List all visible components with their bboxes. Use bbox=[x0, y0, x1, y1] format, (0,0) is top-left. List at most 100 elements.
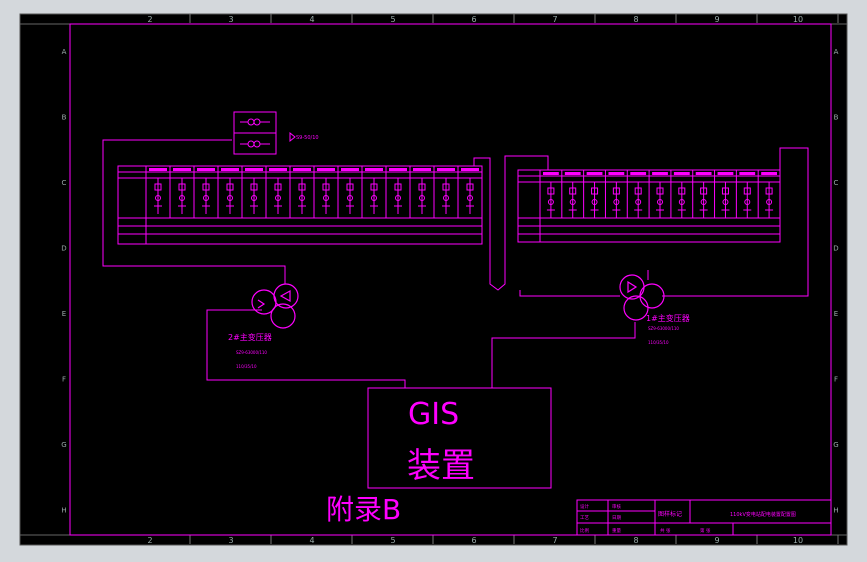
row-label: D bbox=[61, 245, 66, 253]
row-label: C bbox=[834, 179, 839, 187]
row-label: C bbox=[62, 179, 67, 187]
panel-header-text bbox=[293, 168, 311, 171]
ct-symbol bbox=[347, 195, 353, 201]
row-label: G bbox=[61, 441, 66, 449]
breaker-symbol bbox=[743, 187, 751, 195]
breaker-symbol bbox=[370, 183, 378, 191]
column-label: 7 bbox=[552, 536, 557, 545]
column-label: 8 bbox=[633, 15, 638, 24]
breaker-symbol bbox=[346, 183, 354, 191]
ct-symbol bbox=[299, 195, 305, 201]
row-label: E bbox=[62, 310, 66, 318]
breaker-symbol bbox=[700, 187, 708, 195]
row-label: B bbox=[834, 114, 839, 122]
breaker-symbol bbox=[656, 187, 664, 195]
title-block-cell: 重量 bbox=[612, 527, 621, 534]
ct-symbol bbox=[251, 195, 257, 201]
ct-symbol bbox=[569, 199, 576, 205]
title-block-cell: 共 张 bbox=[660, 527, 671, 534]
panel-header-text bbox=[543, 172, 559, 175]
cable-routes bbox=[102, 139, 809, 388]
transformer-1-name: 1#主变压器 bbox=[646, 313, 690, 323]
station-tx-symbol bbox=[289, 131, 296, 143]
breaker-symbol bbox=[154, 183, 162, 191]
title-block bbox=[576, 499, 832, 536]
ct-symbol bbox=[371, 195, 377, 201]
ct-symbol bbox=[700, 199, 707, 205]
panel-header-text bbox=[695, 172, 712, 175]
ct-symbol bbox=[722, 199, 729, 205]
gis-box bbox=[367, 387, 552, 489]
column-label: 4 bbox=[309, 15, 314, 24]
breaker-symbol bbox=[612, 187, 620, 195]
ct-symbol bbox=[467, 195, 473, 201]
breaker-symbol bbox=[569, 187, 577, 195]
panel-header-text bbox=[149, 168, 167, 171]
ct-symbol bbox=[657, 199, 663, 205]
title-block-cell: 工艺 bbox=[580, 515, 589, 521]
breaker-symbol bbox=[765, 187, 773, 195]
panel-header-text bbox=[717, 172, 734, 175]
title-block-cell: 日期 bbox=[612, 515, 621, 521]
transformer-2-model: SZ9-63000/110 bbox=[236, 350, 267, 355]
ct-symbol bbox=[203, 195, 209, 201]
panel-header-text bbox=[389, 168, 407, 171]
breaker-symbol bbox=[322, 183, 330, 191]
breaker-symbol bbox=[678, 187, 686, 195]
panel-header-text bbox=[173, 168, 191, 171]
title-block-cell: 第 张 bbox=[700, 527, 711, 534]
row-label: F bbox=[62, 376, 66, 384]
panel-header-text bbox=[413, 168, 431, 171]
row-label: A bbox=[834, 48, 839, 56]
column-label: 8 bbox=[633, 536, 638, 545]
ct-symbol bbox=[443, 195, 449, 201]
panel-header-text bbox=[245, 168, 263, 171]
transformer-1-symbol bbox=[619, 274, 665, 321]
right-panel-columns bbox=[539, 170, 781, 218]
station-tx-label: S9-50/10 bbox=[296, 135, 319, 141]
panel-header-text bbox=[586, 172, 603, 175]
panel-header-text bbox=[461, 168, 479, 171]
gis-device-label: 装置 bbox=[407, 446, 475, 486]
ct-symbol bbox=[744, 199, 751, 205]
panel-header-text bbox=[739, 172, 756, 175]
panel-header-text bbox=[564, 172, 581, 175]
transformer-2-symbol bbox=[251, 283, 299, 329]
ct-symbol bbox=[275, 195, 281, 201]
ct-symbol bbox=[591, 199, 598, 205]
column-label: 6 bbox=[471, 536, 476, 545]
breaker-symbol bbox=[274, 183, 282, 191]
row-label: D bbox=[833, 245, 838, 253]
ct-symbol bbox=[635, 199, 642, 205]
panel-header-text bbox=[341, 168, 359, 171]
transformer-2-ratio: 110/35/10 bbox=[236, 364, 257, 369]
title-block-drawing-title: 110kV变电站配电装置配置图 bbox=[730, 511, 796, 518]
breaker-symbol bbox=[394, 183, 402, 191]
transformer-1-model: SZ9-63000/110 bbox=[648, 326, 679, 331]
panel-header-text bbox=[365, 168, 383, 171]
transformer-1-ratio: 110/35/10 bbox=[648, 340, 669, 345]
ct-symbol bbox=[766, 199, 773, 205]
panel-header-text bbox=[437, 168, 455, 171]
column-label: 6 bbox=[471, 15, 476, 24]
left-panel-columns bbox=[145, 166, 483, 218]
breaker-symbol bbox=[466, 183, 474, 191]
panel-header-text bbox=[630, 172, 647, 175]
column-label: 9 bbox=[714, 15, 719, 24]
gis-label: GIS bbox=[408, 397, 459, 432]
column-label: 5 bbox=[390, 15, 395, 24]
ct-symbol bbox=[613, 199, 620, 205]
column-label: 3 bbox=[228, 536, 233, 545]
panel-header-text bbox=[317, 168, 335, 171]
column-label: 10 bbox=[793, 15, 803, 24]
column-label: 3 bbox=[228, 15, 233, 24]
panel-header-text bbox=[761, 172, 777, 175]
title-block-cell: 比例 bbox=[580, 527, 589, 534]
row-label: F bbox=[834, 376, 838, 384]
column-label: 4 bbox=[309, 536, 314, 545]
title-block-cell: 设计 bbox=[580, 503, 589, 510]
column-label: 2 bbox=[147, 536, 152, 545]
ct-symbol bbox=[547, 199, 554, 205]
